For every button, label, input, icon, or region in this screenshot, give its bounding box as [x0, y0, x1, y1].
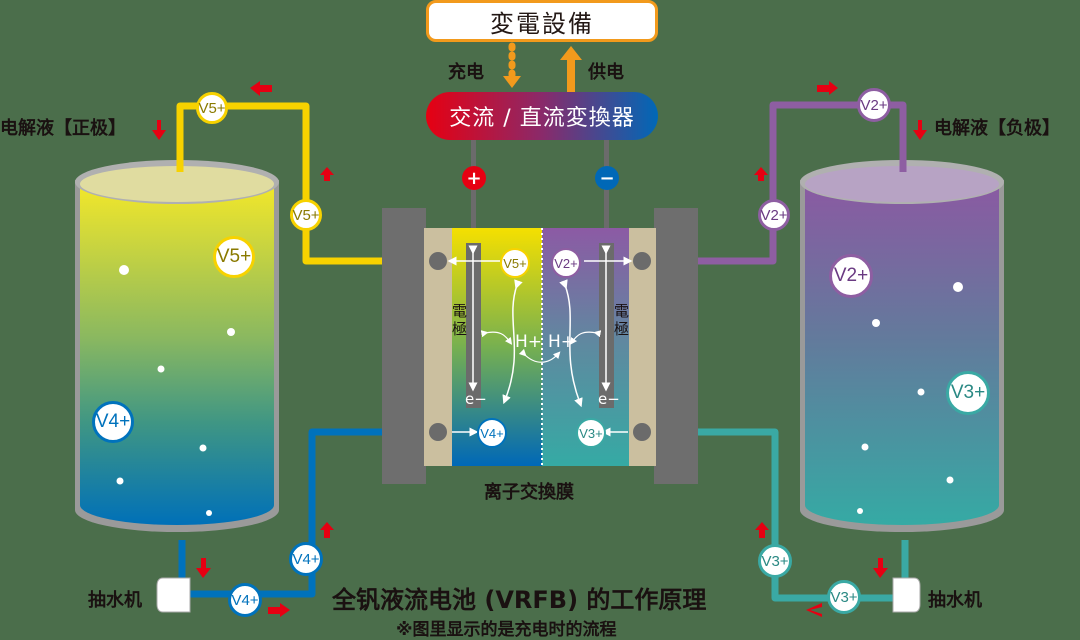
left-tank — [75, 160, 279, 532]
v2-pipe — [642, 101, 907, 265]
flow-direction-arrows — [152, 81, 927, 617]
cell-ion-v2: V2+ — [551, 248, 581, 278]
cell-stack — [382, 208, 698, 484]
ion-badge-v4: V4+ — [228, 583, 262, 617]
ion-badge-v4: V4+ — [92, 401, 134, 443]
ion-badge-v4: V4+ — [289, 542, 323, 576]
diagram-title: 全钒液流电池 (VRFB) 的工作原理 — [332, 586, 707, 614]
supply-label: 供电 — [588, 62, 624, 83]
v5-pipe — [176, 102, 438, 265]
cell-ion-v5: V5+ — [500, 248, 530, 278]
v4-pipe — [178, 428, 438, 598]
negative-rod — [604, 140, 609, 240]
ion-badge-v5: V5+ — [290, 199, 322, 231]
pump-left — [156, 577, 191, 613]
substation-box: 変電設備 — [426, 0, 658, 42]
positive-electrolyte-label: 电解液【正极】 — [0, 118, 126, 139]
positive-rod — [471, 140, 476, 240]
cell-ion-v3: V3+ — [576, 418, 606, 448]
proton-right: H+ — [548, 332, 576, 352]
ion-badge-v3: V3+ — [758, 544, 792, 578]
proton-left: H+ — [515, 332, 543, 352]
pump-right — [892, 577, 921, 613]
electron-right: e− — [598, 390, 620, 408]
ac-dc-converter: 交流 / 直流変換器 — [426, 92, 658, 140]
electron-left: e− — [465, 390, 487, 408]
ion-badge-v2: V2+ — [857, 88, 891, 122]
diagram-subtitle: ※图里显示的是充电时的流程 — [396, 620, 617, 640]
electrode-label-right: 電極 — [614, 302, 630, 338]
ion-badge-v5: V5+ — [196, 92, 228, 124]
ion-badge-v5: V5+ — [213, 236, 255, 278]
membrane-label: 离子交換膜 — [484, 482, 574, 503]
ion-badge-v3: V3+ — [946, 371, 990, 415]
cell-ion-v4: V4+ — [477, 418, 507, 448]
charge-label: 充电 — [448, 62, 484, 83]
substation-label: 変電設備 — [490, 9, 594, 38]
ion-badge-v3: V3+ — [827, 580, 861, 614]
pump-left-label: 抽水机 — [88, 590, 142, 611]
converter-label: 交流 / 直流変換器 — [449, 106, 635, 131]
electrode-label-left: 電極 — [452, 302, 468, 338]
right-tank — [800, 160, 1004, 532]
charge-flow-arrow — [503, 42, 521, 88]
negative-electrolyte-label: 电解液【负极】 — [934, 118, 1060, 139]
pump-right-label: 抽水机 — [928, 590, 982, 611]
ion-badge-v2: V2+ — [758, 199, 790, 231]
negative-terminal-icon: − — [595, 166, 619, 190]
supply-flow-arrow — [560, 46, 582, 92]
ion-badge-v2: V2+ — [829, 254, 873, 298]
positive-terminal-icon: + — [462, 166, 486, 190]
